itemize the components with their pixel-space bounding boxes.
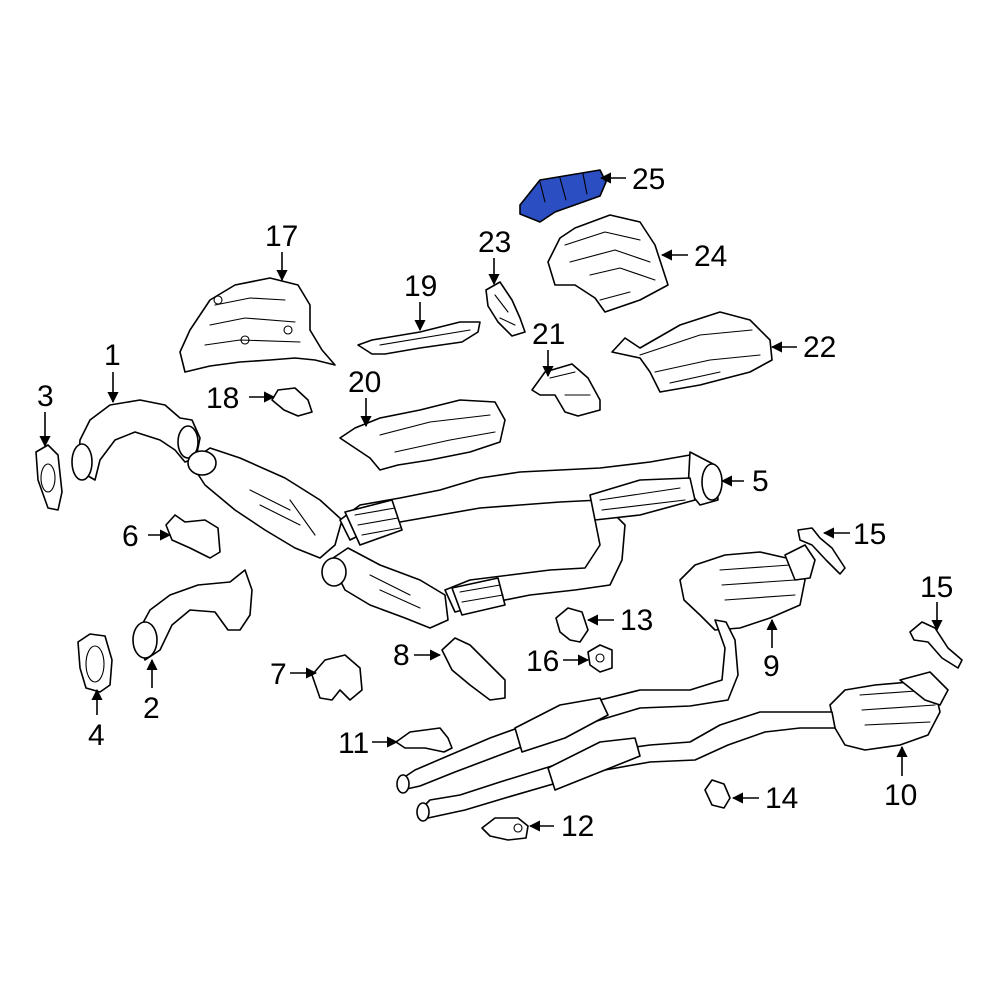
part-15-hanger-right[interactable] xyxy=(909,621,963,669)
part-22-heat-shield[interactable] xyxy=(611,311,773,393)
callout-16: 16 xyxy=(526,645,559,678)
callout-2: 2 xyxy=(143,692,160,725)
part-1-exhaust-pipe[interactable] xyxy=(71,399,201,481)
part-8-bracket[interactable] xyxy=(441,637,506,701)
callout-9: 9 xyxy=(763,650,780,683)
callout-13: 13 xyxy=(620,604,653,637)
part-2-exhaust-pipe[interactable] xyxy=(132,569,253,661)
callout-23: 23 xyxy=(478,226,511,259)
leader-lines xyxy=(39,172,943,832)
part-12-bracket[interactable] xyxy=(481,817,529,841)
part-4-gasket[interactable] xyxy=(77,633,113,693)
callout-18: 18 xyxy=(206,382,239,415)
callout-5: 5 xyxy=(752,465,769,498)
part-19-shield-strip[interactable] xyxy=(357,321,481,355)
callout-3: 3 xyxy=(37,380,54,413)
callout-20: 20 xyxy=(348,366,381,399)
part-6-bracket[interactable] xyxy=(165,514,221,559)
callout-11: 11 xyxy=(338,727,369,760)
part-10-muffler[interactable] xyxy=(416,671,949,822)
callout-1: 1 xyxy=(104,339,121,372)
part-16-hanger[interactable] xyxy=(587,644,613,673)
part-14-clip[interactable] xyxy=(704,779,731,809)
callout-24: 24 xyxy=(694,240,727,273)
part-13-hanger[interactable] xyxy=(555,607,589,643)
part-20-heat-shield[interactable] xyxy=(339,399,506,471)
callout-8: 8 xyxy=(393,639,410,672)
callout-15-upper: 15 xyxy=(853,518,886,551)
part-24-heat-shield[interactable] xyxy=(547,214,669,313)
part-23-bracket[interactable] xyxy=(485,281,526,337)
callout-4: 4 xyxy=(88,719,105,752)
callout-19: 19 xyxy=(404,270,437,303)
callout-7: 7 xyxy=(270,658,287,691)
callout-15-right: 15 xyxy=(920,571,953,604)
part-7-bracket[interactable] xyxy=(311,654,363,701)
callout-22: 22 xyxy=(803,331,836,364)
callout-14: 14 xyxy=(765,782,798,815)
part-21-bracket[interactable] xyxy=(531,363,601,417)
part-9-muffler[interactable] xyxy=(396,544,816,794)
callout-21: 21 xyxy=(532,318,565,351)
callout-10: 10 xyxy=(884,779,917,812)
part-5-catalytic-converter-assembly[interactable] xyxy=(187,447,723,629)
callout-25: 25 xyxy=(632,163,665,196)
callout-6: 6 xyxy=(122,520,139,553)
part-3-gasket[interactable] xyxy=(35,444,63,511)
part-11-bracket[interactable] xyxy=(395,727,453,753)
part-18-bracket[interactable] xyxy=(271,387,313,417)
part-17-heat-shield[interactable] xyxy=(179,277,336,373)
part-25-heat-shield[interactable] xyxy=(519,169,607,223)
callout-12: 12 xyxy=(561,810,594,843)
part-15-hanger-upper[interactable] xyxy=(797,527,846,575)
callout-17: 17 xyxy=(265,220,298,253)
